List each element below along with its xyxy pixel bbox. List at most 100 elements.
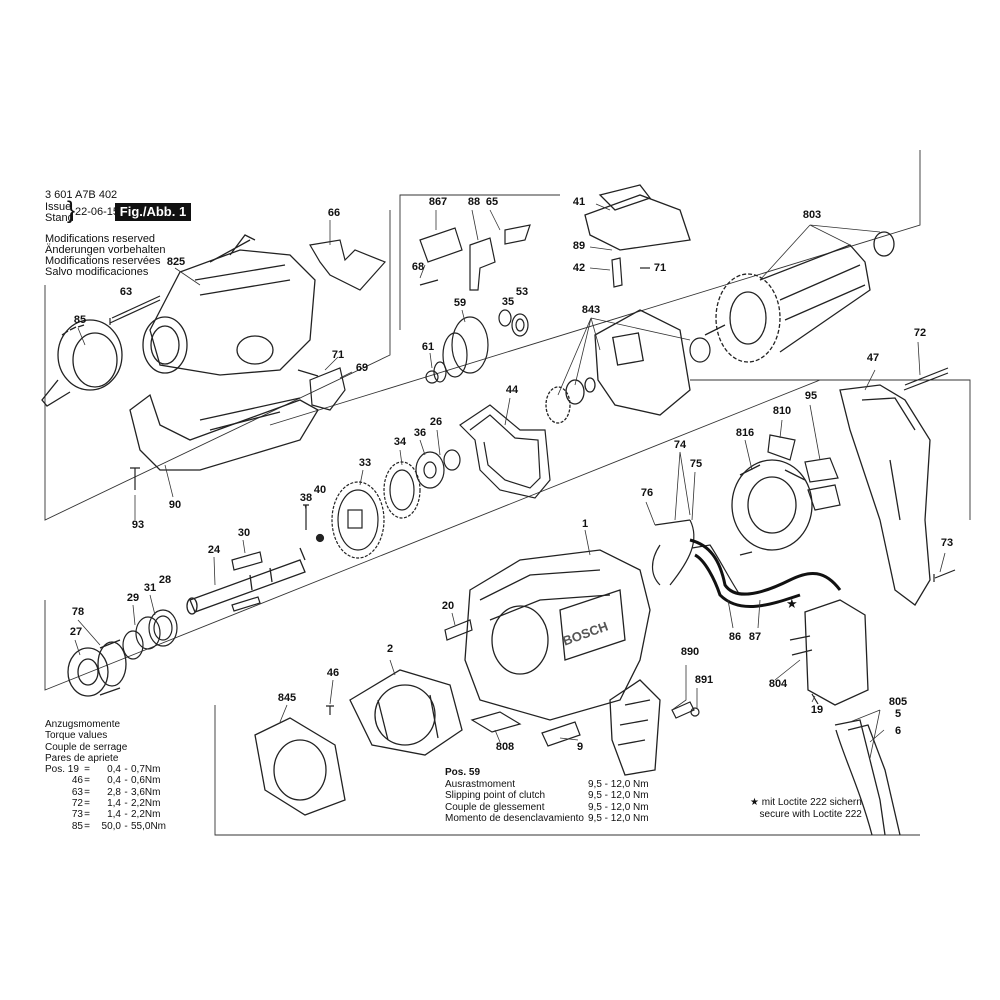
torque-prefix: Pos. 19 (45, 764, 79, 776)
clutch-note-label: Slipping point of clutch (445, 790, 546, 801)
clutch-note-label: Ausrastmoment (445, 778, 516, 790)
part-label: 843 (581, 304, 601, 316)
switch-804 (789, 599, 869, 706)
torque-title-1: Torque values (45, 730, 108, 742)
torque-eq: = (84, 798, 90, 810)
brushes-95 (804, 457, 841, 511)
part-label: 26 (429, 416, 443, 428)
figure-label: Fig./Abb. 1 (115, 203, 191, 221)
pin-24b (231, 596, 261, 612)
part-label: 44 (505, 384, 519, 396)
part-label: 59 (453, 297, 467, 309)
part-label: 40 (313, 484, 327, 496)
part-label: 78 (71, 606, 85, 618)
part-label: 816 (735, 427, 755, 439)
plate-20 (444, 619, 473, 641)
part-label: 5 (894, 708, 902, 720)
part-label: 89 (572, 240, 586, 252)
clutch-note-label: Couple de glessement (445, 801, 545, 813)
part-label: 808 (495, 741, 515, 753)
modifications-note-0: Modifications reserved (45, 233, 156, 245)
screw-19 (811, 693, 819, 705)
torque-row: 46=0,4-0,6Nm (45, 775, 169, 786)
housing-843 (545, 309, 691, 424)
part-label: 76 (640, 487, 654, 499)
parts-42-71 (611, 257, 650, 288)
leader-lines (74, 203, 946, 759)
air-guide-845 (254, 717, 346, 816)
part-label: 30 (237, 527, 251, 539)
torque-hi: 3,6Nm (131, 786, 161, 798)
brushes-810 (739, 434, 796, 556)
part-label: 27 (69, 626, 83, 638)
part-label: 85 (73, 314, 87, 326)
part-number: 3 601 A7B 402 (45, 189, 118, 201)
screw-93 (130, 467, 140, 490)
part-label: 890 (680, 646, 700, 658)
star-icon: ★ (786, 596, 798, 611)
torque-table: Anzugsmomente Torque values Couple de se… (45, 719, 169, 832)
torque-row: 63=2,8-3,6Nm (45, 787, 169, 798)
torque-title-3: Pares de apriete (45, 752, 119, 764)
part-label: 845 (277, 692, 297, 704)
clutch-note-value: 9,5 - 12,0 Nm (588, 813, 649, 824)
part-label: 805 (888, 696, 908, 708)
torque-title-0: Anzugsmomente (45, 719, 121, 730)
torque-hi: 2,2Nm (131, 809, 161, 821)
torque-hi: 2,2Nm (131, 798, 161, 810)
torque-row: 72=1,4-2,2Nm (45, 798, 169, 809)
part-label: 88 (467, 196, 481, 208)
part-label: 53 (515, 286, 529, 298)
modifications-note-2: Modifications reservées (45, 255, 161, 267)
part-label: 28 (158, 574, 172, 586)
part-label: 825 (166, 256, 186, 268)
part-label: 66 (327, 207, 341, 219)
part-label: 41 (572, 196, 586, 208)
cover-41 (584, 184, 691, 251)
parts-867-68 (419, 224, 531, 291)
part-label: 38 (299, 492, 313, 504)
part-label: 65 (485, 196, 499, 208)
cables-86-87 (689, 538, 842, 609)
part-label: 34 (393, 436, 407, 448)
part-label: 69 (355, 362, 369, 374)
torque-eq: = (84, 786, 90, 798)
field-2 (349, 669, 463, 756)
torque-dash: - (124, 764, 128, 776)
part-label: 75 (689, 458, 703, 470)
part-label: 31 (143, 582, 157, 594)
torque-dash: - (124, 775, 128, 787)
part-label: 29 (126, 592, 140, 604)
modifications-note-1: Änderungen vorbehalten (45, 244, 166, 256)
bracket-44 (459, 404, 551, 499)
torque-lo: 50,0 (101, 820, 121, 832)
torque-title-2: Couple de serrage (45, 741, 128, 753)
gears-33-34 (331, 461, 421, 559)
washers-28-29-31 (122, 609, 178, 660)
part-label: 71 (331, 349, 345, 361)
bearing-27 (67, 639, 127, 697)
brace-icon: } (67, 197, 76, 224)
issue-label: Issue (45, 201, 72, 213)
bushing (689, 337, 711, 363)
torque-eq: = (84, 820, 90, 832)
part-label: 36 (413, 427, 427, 439)
part-label: 93 (131, 519, 145, 531)
chuck (41, 319, 123, 407)
wires-74-75-76 (651, 519, 741, 596)
motor-housing-1 (464, 549, 661, 776)
torque-hi: 0,7Nm (131, 764, 161, 776)
pin-38-ball-40 (303, 504, 325, 543)
torque-pos: 46 (71, 775, 83, 787)
part-label: 891 (694, 674, 714, 686)
part-label: 72 (913, 327, 927, 339)
torque-dash: - (124, 786, 128, 798)
star-icon: ★ (750, 797, 759, 808)
torque-lo: 1,4 (107, 798, 121, 810)
part-label: 63 (119, 286, 133, 298)
part-label: 6 (894, 725, 902, 737)
